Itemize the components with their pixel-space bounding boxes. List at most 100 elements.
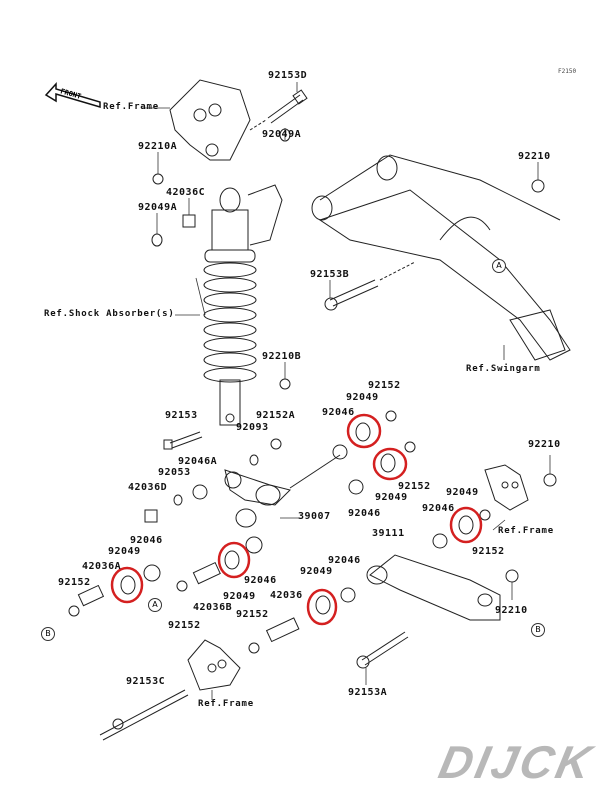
part-label: 92152 (368, 380, 401, 391)
washer-92152-upper (385, 410, 397, 422)
part-label: 92046 (322, 407, 355, 418)
highlight-circle-5 (449, 506, 483, 544)
shock-absorber (203, 184, 283, 426)
bolt-92153c (99, 689, 189, 741)
part-label: 92210 (495, 605, 528, 616)
bolt-92153 (163, 431, 203, 450)
nut-92210b (279, 378, 291, 390)
part-label: 92046 (130, 535, 163, 546)
bearing-92046-mid (245, 536, 263, 554)
washer-92093 (249, 454, 259, 466)
nut-92210-right (543, 473, 557, 487)
nut-92152a (270, 438, 282, 450)
watermark-logo: DIJCK (434, 736, 599, 788)
part-label: 92049A (138, 202, 178, 213)
rocker-arm-39111 (366, 554, 501, 621)
part-label: 92046 (244, 575, 277, 586)
part-label: 92153D (268, 70, 308, 81)
bearing-92046-upper2 (348, 479, 364, 495)
front-arrow-icon: FRONT (44, 82, 101, 108)
part-label: 92210 (528, 439, 561, 450)
highlight-circle-2 (217, 541, 251, 579)
ref-frame-bottom-label: Ref.Frame (198, 699, 254, 709)
part-label: 92153C (126, 676, 166, 687)
tie-rod-39007 (224, 454, 341, 528)
part-label: 92152 (472, 546, 505, 557)
highlight-circle-1 (110, 566, 144, 604)
washer-92049a-left (151, 233, 163, 247)
part-label: 92046 (328, 555, 361, 566)
collar-42036b (192, 561, 221, 585)
part-label: 92049 (223, 591, 256, 602)
nut-92210-top (531, 179, 545, 193)
washer-92152-upper2 (404, 441, 416, 453)
part-label: 92049 (300, 566, 333, 577)
part-label: 42036D (128, 482, 168, 493)
part-label: 42036 (270, 590, 303, 601)
callout-a-top: A (492, 259, 506, 273)
bearing-92046-right (432, 533, 448, 549)
ref-frame-top-label: Ref.Frame (103, 102, 159, 112)
part-label: 92046 (348, 508, 381, 519)
frame-bracket-right (484, 464, 529, 511)
part-label: 92046A (178, 456, 218, 467)
ref-frame-right-label: Ref.Frame (498, 526, 554, 536)
bearing-92046-lower (340, 587, 356, 603)
washer-92152-midlow (176, 580, 188, 592)
diagram-code: F2150 (558, 68, 577, 75)
leader-lines (142, 82, 551, 700)
ref-swingarm-label: Ref.Swingarm (466, 364, 541, 374)
nut-92210a (152, 173, 164, 185)
callout-b-left: B (41, 627, 55, 641)
part-label: 92152 (236, 609, 269, 620)
part-label: 92152 (58, 577, 91, 588)
part-label: 92049 (108, 546, 141, 557)
bolt-92153d (249, 89, 308, 131)
bearing-92046-left (143, 564, 161, 582)
part-label: 92153B (310, 269, 350, 280)
washer-92152-mid2 (248, 642, 260, 654)
part-label: 92153 (165, 410, 198, 421)
bearing-92046-upper (332, 444, 348, 460)
callout-b-right: B (531, 623, 545, 637)
collar-42036c (182, 214, 196, 228)
collar-42036 (265, 617, 300, 643)
part-label: 92210 (518, 151, 551, 162)
part-label: 92049 (346, 392, 379, 403)
frame-bracket-bottom (187, 639, 241, 691)
part-label: 39007 (298, 511, 331, 522)
part-label: 42036A (82, 561, 122, 572)
ref-shock-label: Ref.Shock Absorber(s) (44, 309, 175, 319)
washer-92152-right (479, 509, 491, 521)
part-label: 92049 (375, 492, 408, 503)
seal-92049-mid (224, 550, 240, 570)
seal-92049-left (120, 575, 136, 595)
bolt-92153a (356, 631, 409, 669)
part-label: 92152A (256, 410, 296, 421)
washer-92053 (173, 494, 183, 506)
frame-bracket-top (169, 79, 251, 161)
seal-92049-upper2 (380, 453, 396, 473)
bearing-92046a (192, 484, 208, 500)
part-label: 92046 (422, 503, 455, 514)
highlight-circles (110, 413, 483, 626)
part-label: 92210B (262, 351, 302, 362)
nut-92210-lower (505, 569, 519, 583)
part-label: 92152 (398, 481, 431, 492)
part-label: 42036B (193, 602, 233, 613)
part-label: 92152 (168, 620, 201, 631)
collar-42036d (144, 509, 158, 523)
part-label: 92053 (158, 467, 191, 478)
washer-92152-left (68, 605, 80, 617)
callout-a-bottom: A (148, 598, 162, 612)
seal-92049-right (458, 515, 474, 535)
part-label: 92049 (446, 487, 479, 498)
swingarm (311, 154, 571, 361)
collar-42036a (77, 584, 105, 607)
highlight-circle-6 (306, 588, 338, 626)
seal-92049-lower (315, 595, 331, 615)
highlight-circle-3 (346, 413, 382, 449)
highlight-circle-4 (372, 447, 408, 481)
part-label: 92093 (236, 422, 269, 433)
